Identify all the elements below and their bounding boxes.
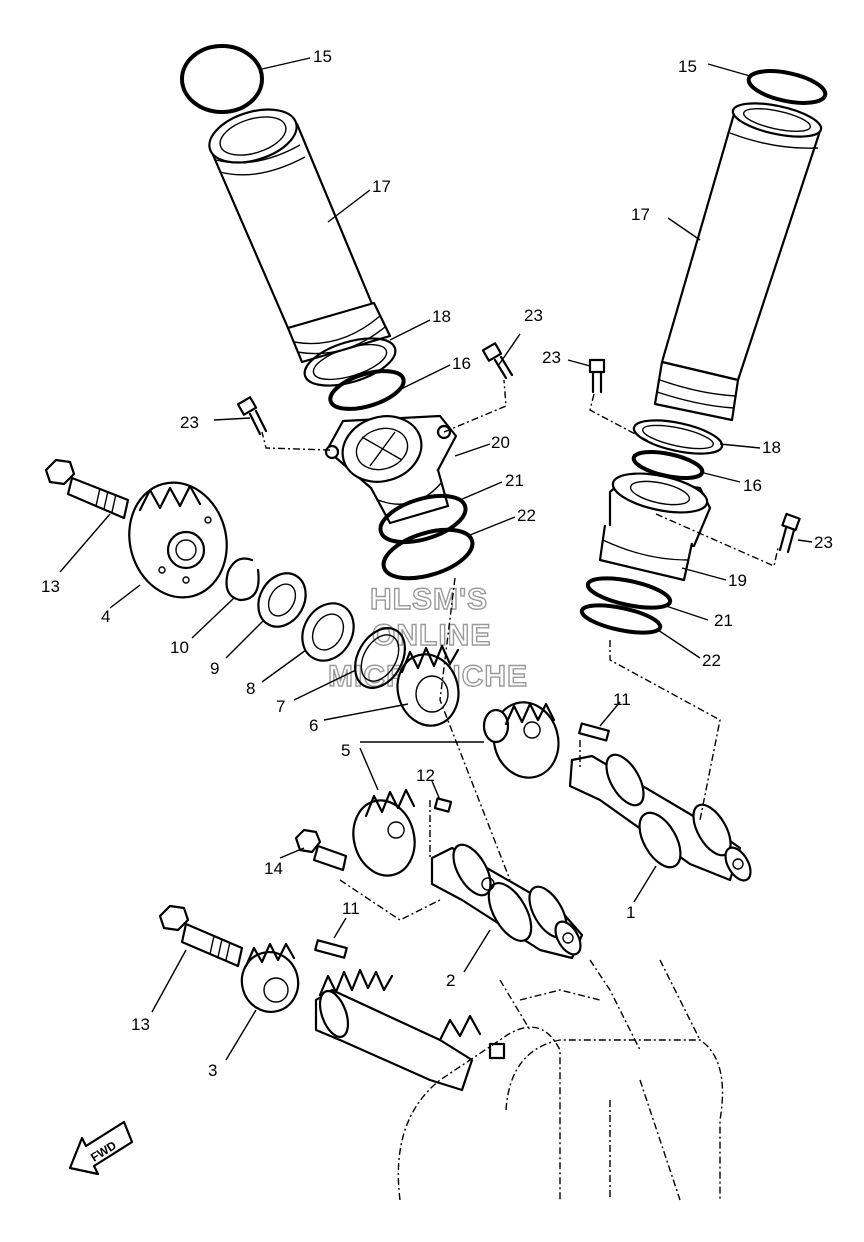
right-o-ring-22 (579, 603, 663, 635)
bolt-23-b (236, 396, 268, 436)
callout-3: 3 (208, 1061, 217, 1080)
bolt-23-c (588, 358, 606, 394)
left-holder-20 (324, 414, 458, 525)
right-gasket-18 (632, 419, 724, 455)
gear-6 (396, 644, 460, 727)
right-o-ring-21 (585, 576, 673, 610)
right-o-ring-15 (746, 69, 828, 105)
callout-19: 19 (728, 571, 747, 590)
gear-5-lower (352, 788, 416, 877)
washer-8 (301, 602, 355, 662)
camshaft-2 (430, 843, 584, 960)
left-o-ring-15 (180, 44, 264, 114)
callout-12: 12 (416, 766, 435, 785)
fwd-arrow-icon: FWD (68, 1120, 134, 1176)
right-tube-assembly (579, 69, 828, 635)
callout-15-right: 15 (678, 57, 697, 76)
bolt-13-top (44, 458, 130, 520)
left-push-rod-tube-17 (208, 108, 392, 364)
watermark-line-1: HLSM'S (370, 583, 488, 616)
callout-21-right: 21 (714, 611, 733, 630)
callout-18-left: 18 (432, 307, 451, 326)
callout-10: 10 (170, 638, 189, 657)
gear-5-upper (482, 701, 560, 779)
bolt-23-d (778, 512, 801, 554)
gear-3 (240, 942, 300, 1013)
callout-13-top: 13 (41, 577, 60, 596)
left-o-ring-22 (381, 527, 475, 581)
key-11-bottom (314, 939, 348, 959)
callout-17-right: 17 (631, 205, 650, 224)
spring-7 (354, 627, 406, 689)
callout-20: 20 (491, 433, 510, 452)
callout-11-top: 11 (613, 690, 631, 709)
left-o-ring-16 (328, 369, 406, 411)
callout-7: 7 (276, 697, 285, 716)
callouts: 15 17 18 16 23 23 20 21 22 15 17 23 18 1… (41, 47, 833, 1080)
callout-11-bottom: 11 (342, 899, 360, 918)
callout-6: 6 (309, 716, 318, 735)
key-11-top (578, 722, 610, 742)
crankshaft (314, 959, 724, 1201)
bolt-13-bottom (158, 904, 244, 968)
callout-14: 14 (264, 859, 283, 878)
callout-17-left: 17 (372, 177, 391, 196)
callout-23-d: 23 (814, 533, 833, 552)
callout-18-right: 18 (762, 438, 781, 457)
callout-21-left: 21 (505, 471, 524, 490)
camshaft-1 (568, 753, 752, 882)
left-tube-assembly (180, 44, 475, 581)
callout-1: 1 (626, 903, 635, 922)
callout-8: 8 (246, 679, 255, 698)
callout-22-right: 22 (702, 651, 721, 670)
leader-lines (59, 57, 813, 1061)
callout-5: 5 (341, 741, 350, 760)
callout-15-left: 15 (313, 47, 332, 66)
right-holder-19 (598, 472, 712, 582)
circlip-10 (225, 557, 260, 602)
callout-4: 4 (101, 607, 110, 626)
washer-9 (257, 572, 307, 628)
callout-22-left: 22 (517, 506, 536, 525)
key-12 (433, 797, 453, 813)
bolt-14 (294, 828, 348, 872)
callout-9: 9 (210, 659, 219, 678)
callout-13-bottom: 13 (131, 1015, 150, 1034)
callout-16-right: 16 (743, 476, 762, 495)
gear-4 (128, 481, 228, 599)
right-push-rod-tube-17 (653, 102, 823, 422)
callout-2: 2 (446, 971, 455, 990)
callout-23-a: 23 (524, 306, 543, 325)
callout-16-left: 16 (452, 354, 471, 373)
left-gasket-18 (303, 337, 397, 387)
callout-23-c: 23 (542, 348, 561, 367)
left-o-ring-21 (378, 493, 468, 545)
callout-23-b: 23 (180, 413, 199, 432)
bolt-23-a (481, 342, 514, 380)
